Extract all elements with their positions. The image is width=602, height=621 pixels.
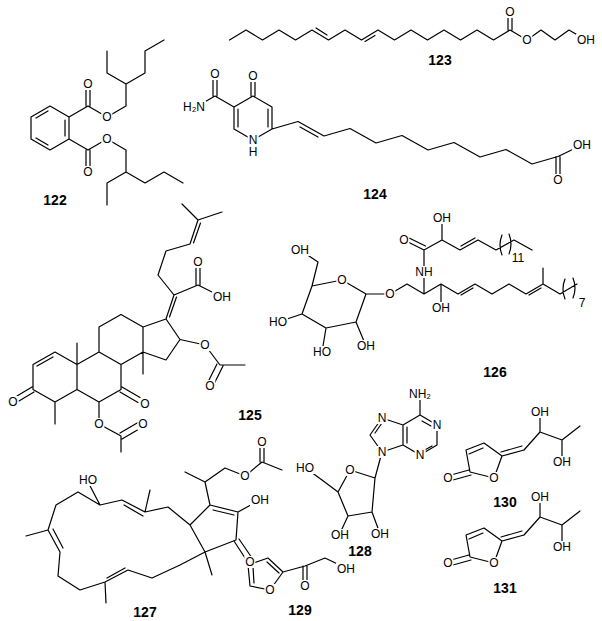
atom-label: O xyxy=(204,380,215,392)
atom-label: O xyxy=(101,133,112,145)
structure-128 xyxy=(307,399,437,531)
atom-label: HO xyxy=(268,316,288,328)
atom-label: OH xyxy=(330,529,350,541)
atom-label: N xyxy=(432,419,443,431)
atom-label: OH xyxy=(336,563,356,575)
compound-number: 130 xyxy=(492,495,517,509)
atom-label: HO xyxy=(295,462,315,474)
atom-label: O xyxy=(264,584,275,596)
atom-label: N xyxy=(248,134,259,146)
structure-125 xyxy=(17,204,245,452)
atom-label: OH xyxy=(530,406,550,418)
structure-122 xyxy=(31,40,183,205)
atom-label: O xyxy=(256,436,267,448)
atom-label: O xyxy=(398,234,409,246)
atom-label: O xyxy=(299,580,310,592)
atom-label: OH xyxy=(212,291,232,303)
atom-label: O xyxy=(199,339,210,351)
compound-number: 126 xyxy=(482,365,507,379)
structure-124 xyxy=(196,78,582,176)
atom-label: OH xyxy=(576,34,596,46)
atom-label: N xyxy=(377,412,388,424)
atom-label: O xyxy=(93,418,104,430)
atom-label: O xyxy=(552,174,563,186)
structure-129 xyxy=(248,558,346,590)
atom-label: OH xyxy=(431,302,451,314)
atom-label: NH xyxy=(414,266,433,278)
atom-label: N xyxy=(377,446,388,458)
atom-label: O xyxy=(247,70,258,82)
atom-label: O xyxy=(344,464,355,476)
atom-label: O xyxy=(139,398,150,410)
atom-label: O xyxy=(82,166,93,178)
atom-label: OH xyxy=(290,244,310,256)
atom-label: O xyxy=(488,557,499,569)
atom-label: O xyxy=(239,470,250,482)
atom-label: OH xyxy=(370,528,390,540)
atom-label: H xyxy=(248,146,259,158)
atom-label: O xyxy=(384,288,395,300)
atom-label: H₂N xyxy=(182,101,206,113)
compound-number: 124 xyxy=(362,187,387,201)
atom-label: O xyxy=(7,396,18,408)
atom-label: OH xyxy=(432,212,452,224)
structure-127 xyxy=(26,446,282,603)
atom-label: NH₂ xyxy=(408,388,432,400)
atom-label: O xyxy=(192,256,203,268)
atom-label: OH xyxy=(572,139,592,151)
atom-label: O xyxy=(521,34,532,46)
atom-label: O xyxy=(336,274,347,286)
atom-label: O xyxy=(209,68,220,80)
atom-label: OH xyxy=(250,494,270,506)
atom-label: HO xyxy=(78,474,98,486)
atom-label: OH xyxy=(552,541,572,553)
compound-number: 127 xyxy=(132,605,157,619)
structure-126 xyxy=(278,218,577,352)
compound-number: 131 xyxy=(492,581,517,595)
atom-label: O xyxy=(101,111,112,123)
structure-130 xyxy=(451,412,580,480)
atom-label: O xyxy=(442,472,453,484)
compound-number: 129 xyxy=(287,603,312,617)
atom-label: 7 xyxy=(578,297,587,309)
atom-label: O xyxy=(442,557,453,569)
atom-label: OH xyxy=(552,456,572,468)
compound-number: 125 xyxy=(237,408,262,422)
compound-number: 122 xyxy=(42,193,67,207)
atom-label: O xyxy=(488,472,499,484)
compound-number: 123 xyxy=(427,53,452,67)
atom-label: OH xyxy=(356,340,376,352)
atom-label: O xyxy=(244,556,255,568)
atom-label: 11 xyxy=(511,252,525,264)
atom-label: HO xyxy=(312,346,332,358)
atom-label: N xyxy=(415,449,426,461)
atom-label: O xyxy=(82,78,93,90)
atom-label: OH xyxy=(530,491,550,503)
compound-number: 128 xyxy=(347,544,372,558)
atom-label: O xyxy=(137,418,148,430)
atom-label: O xyxy=(504,6,515,18)
